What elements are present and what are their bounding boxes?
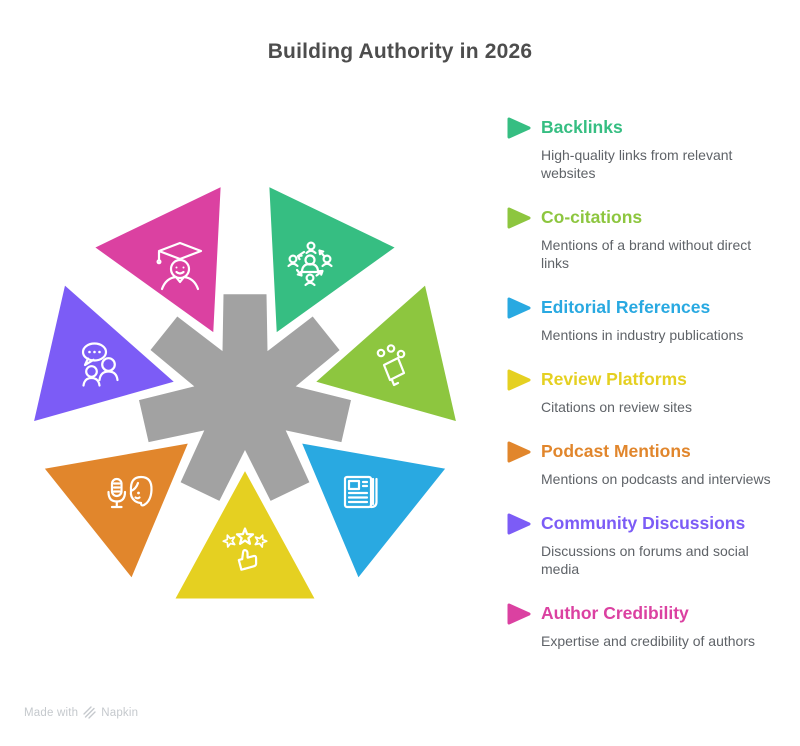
linked-people-network-icon [287, 241, 333, 287]
legend-item-description: Mentions in industry publications [541, 327, 744, 343]
legend-item-podcast-mentions: Podcast Mentions Mentions on podcasts an… [506, 440, 782, 488]
arrow-marker-icon [507, 369, 531, 391]
triangle-backlinks [266, 183, 400, 337]
legend-item-description: Expertise and credibility of authors [541, 633, 755, 649]
legend: Backlinks High-quality links from releva… [506, 116, 782, 674]
legend-item-title: Community Discussions [541, 513, 746, 533]
triangle-podcast-mentions [40, 440, 192, 582]
authority-diagram [30, 183, 460, 602]
chat-people-icon [81, 342, 119, 387]
arrow-marker-icon [507, 207, 531, 229]
credit-prefix: Made with [24, 706, 79, 719]
triangle-co-citations [311, 281, 460, 425]
legend-item-title: Co-citations [541, 207, 643, 227]
newspaper-icon [343, 475, 378, 509]
legend-item-description: Mentions of a brand without direct links [541, 237, 752, 271]
legend-item-editorial-references: Editorial References Mentions in industr… [506, 296, 782, 344]
triangle-author-credibility [90, 183, 224, 337]
legend-item-author-credibility: Author Credibility Expertise and credibi… [506, 602, 782, 650]
arrow-marker-icon [507, 441, 531, 463]
microphone-speaker-icon [107, 475, 153, 509]
graduate-person-icon [156, 241, 203, 291]
page-title: Building Authority in 2026 [267, 40, 533, 63]
legend-item-title: Author Credibility [541, 603, 689, 623]
center-hub-polygon [139, 294, 351, 501]
arrow-marker-icon [507, 603, 531, 625]
legend-item-title: Review Platforms [541, 369, 687, 389]
legend-item-title: Podcast Mentions [541, 441, 691, 461]
napkin-credit: Made with Napkin [24, 706, 138, 719]
arrow-marker-icon [507, 513, 531, 535]
credit-brand: Napkin [101, 706, 139, 719]
napkin-logo-icon [83, 706, 96, 719]
legend-item-description: High-quality links from relevant website… [541, 147, 733, 181]
legend-item-community-discussions: Community Discussions Discussions on for… [506, 512, 782, 578]
triangle-review-platforms [171, 466, 319, 602]
legend-item-co-citations: Co-citations Mentions of a brand without… [506, 206, 782, 272]
legend-item-description: Citations on review sites [541, 399, 692, 415]
arrow-marker-icon [507, 297, 531, 319]
legend-item-description: Mentions on podcasts and interviews [541, 471, 771, 487]
legend-item-title: Editorial References [541, 297, 711, 317]
legend-item-description: Discussions on forums and social media [541, 543, 749, 577]
legend-item-backlinks: Backlinks High-quality links from releva… [506, 116, 782, 182]
arrow-marker-icon [507, 117, 531, 139]
stars-thumbs-up-icon [222, 527, 268, 571]
megaphone-mentions-icon [376, 344, 406, 387]
triangle-community-discussions [30, 281, 179, 425]
triangle-editorial-references [298, 440, 450, 582]
legend-item-review-platforms: Review Platforms Citations on review sit… [506, 368, 782, 416]
legend-item-title: Backlinks [541, 117, 623, 137]
